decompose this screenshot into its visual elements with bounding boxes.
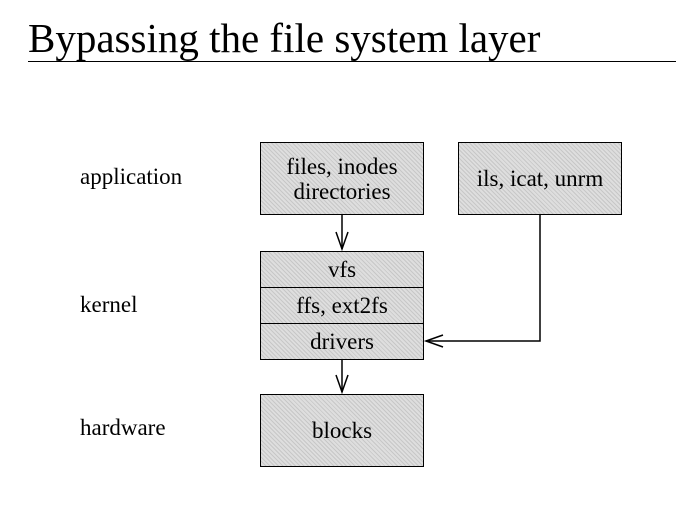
page-title: Bypassing the file system layer <box>28 15 541 61</box>
drivers-label: drivers <box>310 329 374 354</box>
layer-label-application: application <box>80 164 183 189</box>
vfs-box: vfs <box>260 251 424 288</box>
files-inodes-directories-box: files, inodes directories <box>260 142 424 215</box>
ffs-ext2fs-label: ffs, ext2fs <box>296 293 388 318</box>
arrow-files-to-vfs <box>335 215 349 252</box>
ils-icat-unrm-box: ils, icat, unrm <box>458 142 622 215</box>
ils-icat-unrm-label: ils, icat, unrm <box>476 166 604 191</box>
blocks-box: blocks <box>260 394 424 467</box>
vfs-label: vfs <box>327 257 357 282</box>
arrow-drivers-to-blocks <box>335 360 349 395</box>
blocks-label: blocks <box>311 418 373 443</box>
arrow-ils-to-drivers <box>423 215 541 348</box>
layer-label-kernel: kernel <box>80 292 138 317</box>
directories-label: directories <box>293 178 391 204</box>
layer-label-hardware: hardware <box>80 415 166 440</box>
files-inodes-label: files, inodes <box>286 153 398 179</box>
drivers-box: drivers <box>260 323 424 360</box>
title-underline <box>28 61 676 62</box>
ffs-ext2fs-box: ffs, ext2fs <box>260 287 424 324</box>
